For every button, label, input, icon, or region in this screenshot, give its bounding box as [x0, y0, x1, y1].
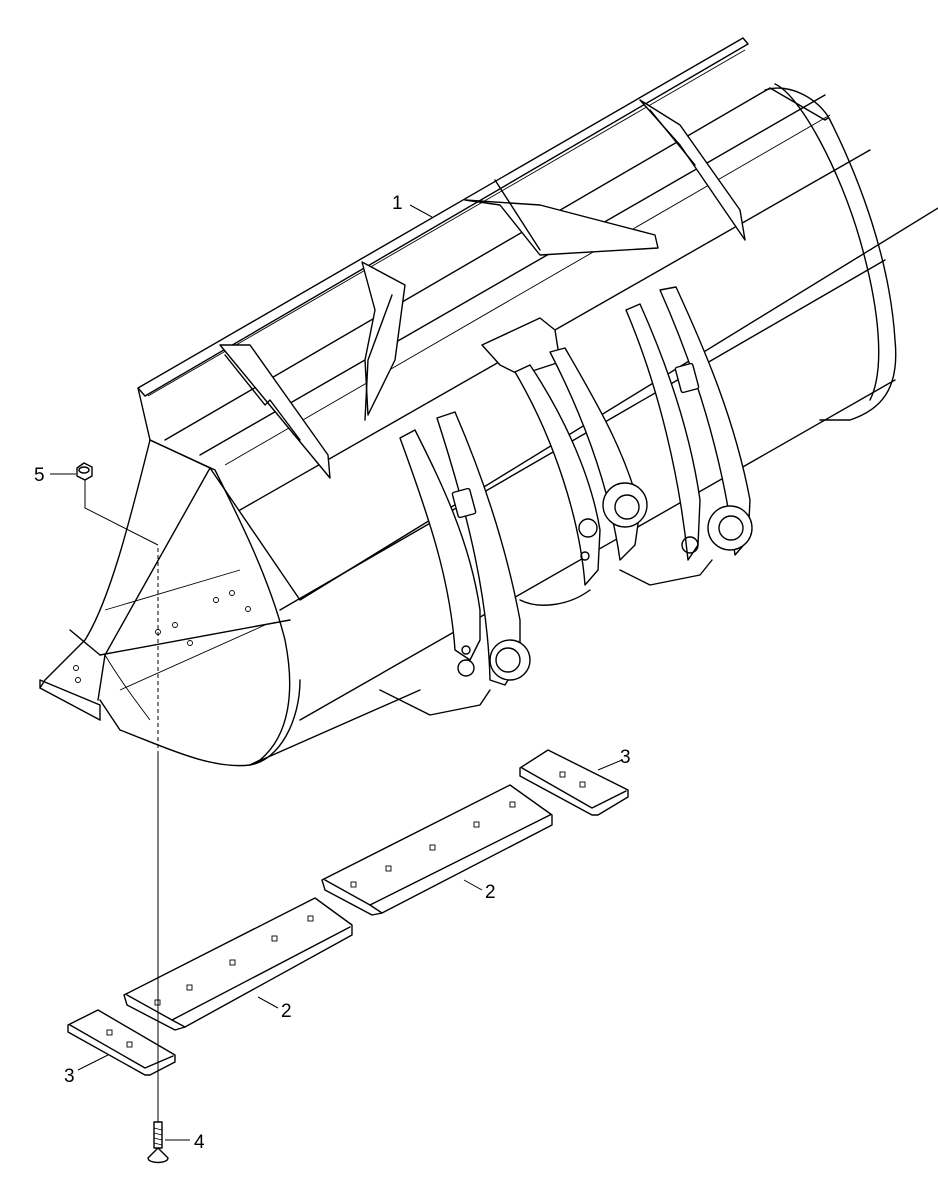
cutting-edge-left — [123, 897, 353, 1031]
left-mount-bracket — [379, 411, 531, 716]
callout-3-right: 3 — [620, 747, 631, 768]
plow-bolt — [147, 548, 169, 1164]
callout-leaders — [50, 204, 623, 1141]
end-bit-left — [67, 1009, 176, 1076]
nut — [76, 462, 159, 546]
callout-1: 1 — [392, 193, 403, 214]
callout-4: 4 — [194, 1132, 205, 1153]
bucket-assembly — [39, 37, 938, 767]
callout-3-left: 3 — [64, 1066, 75, 1087]
end-bit-right — [519, 749, 629, 816]
callout-5: 5 — [34, 465, 45, 486]
right-mount-bracket — [619, 286, 753, 586]
callout-2-center: 2 — [485, 882, 496, 903]
center-mount-bracket — [481, 317, 648, 606]
cutting-edge-center — [321, 784, 553, 916]
callout-2-left: 2 — [281, 1001, 292, 1022]
